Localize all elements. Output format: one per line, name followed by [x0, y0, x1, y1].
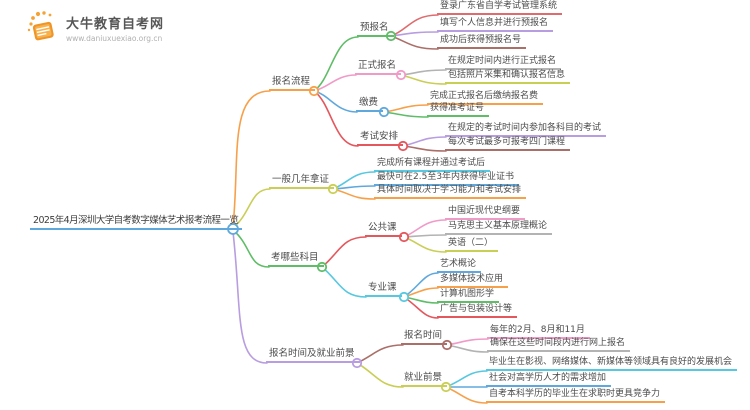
connector-payment: [313, 90, 358, 113]
leaf-marxism[interactable]: 马克思主义基本原理概论: [445, 220, 553, 235]
node-toggle-payment[interactable]: [378, 106, 390, 118]
leaf-art-theory[interactable]: 艺术概论: [437, 258, 482, 273]
logo-title: 大牛教育自考网: [66, 17, 165, 32]
leaf-fastest-years[interactable]: 最快可在2.5至3年内获得毕业证书: [374, 171, 520, 186]
connector-job-prospects: [356, 362, 404, 388]
connector-photo-confirm: [400, 74, 447, 85]
connector-root-registration: [232, 90, 271, 227]
connector-pre-registration: [313, 36, 359, 92]
connector-exam-time: [402, 136, 447, 147]
connector-reg-time: [356, 344, 404, 364]
leaf-depends-ability[interactable]: 具体时间取决于学习能力和考试安排: [374, 184, 527, 199]
branch-label-years-to-graduate[interactable]: 一般几年拿证: [269, 174, 335, 189]
node-label-job-prospects[interactable]: 就业前景: [401, 372, 448, 387]
leaf-online-reg[interactable]: 确保在这些时间段内进行网上报名: [487, 337, 631, 352]
connector-english2: [403, 236, 447, 253]
node-label-exam-schedule[interactable]: 考试安排: [357, 131, 404, 146]
logo-book-icon: [27, 11, 54, 41]
node-label-reg-time[interactable]: 报名时间: [401, 330, 448, 345]
node-toggle-major-courses[interactable]: [398, 291, 410, 303]
connector-months: [446, 338, 489, 346]
leaf-pay-fee[interactable]: 完成正式报名后缴纳报名费: [427, 90, 544, 105]
connector-root-time-prospects: [232, 231, 268, 364]
root-node-label[interactable]: 2025年4月深圳大学自考数字媒体艺术报考流程一览: [30, 214, 243, 230]
leaf-exam-time[interactable]: 在规定的考试时间内参加各科目的考试: [445, 122, 607, 137]
connector-formal-time: [400, 69, 447, 76]
site-logo[interactable]: 大牛教育自考网 www.daniuxuexiao.org.cn: [26, 10, 164, 46]
connector-get-prereg-number: [390, 35, 439, 50]
leaf-formal-time[interactable]: 在规定时间内进行正式报名: [445, 55, 562, 70]
connector-admission-number: [383, 111, 429, 118]
leaf-demand-increase[interactable]: 社会对高学历人才的需求增加: [486, 372, 612, 387]
node-label-public-courses[interactable]: 公共课: [365, 222, 402, 237]
leaf-competitive[interactable]: 自考本科学历的毕业生在求职时更具竞争力: [486, 388, 666, 403]
leaf-modern-history[interactable]: 中国近现代史纲要: [445, 205, 526, 220]
connector-public-courses: [321, 236, 367, 268]
leaf-industry-chance[interactable]: 毕业生在影视、网络媒体、新媒体等领域具有良好的发展机会: [486, 356, 738, 371]
connector-depends-ability: [332, 188, 376, 200]
node-toggle-job-prospects[interactable]: [440, 381, 452, 393]
branch-label-time-and-prospects[interactable]: 报名时间及就业前景: [266, 348, 360, 363]
leaf-complete-courses[interactable]: 完成所有课程并通过考试后: [374, 157, 491, 172]
connector-four-courses: [402, 145, 447, 152]
connector-competitive: [445, 386, 488, 404]
leaf-photo-confirm[interactable]: 包括照片采集和确认报名信息: [445, 69, 571, 84]
leaf-login-system[interactable]: 登录广东省自学考试管理系统: [437, 0, 563, 15]
node-toggle-exam-schedule[interactable]: [397, 140, 409, 152]
branch-label-registration-process[interactable]: 报名流程: [269, 76, 316, 91]
leaf-multimedia[interactable]: 多媒体技术应用: [437, 273, 509, 288]
node-label-formal-registration[interactable]: 正式报名: [355, 60, 402, 75]
node-toggle-time-prospects[interactable]: [351, 357, 363, 369]
node-toggle-registration-process[interactable]: [308, 85, 320, 97]
node-label-payment[interactable]: 缴费: [356, 97, 384, 112]
connector-pay-fee: [383, 104, 429, 113]
node-toggle-years-to-graduate[interactable]: [327, 183, 339, 195]
leaf-ad-design[interactable]: 广告与包装设计等: [437, 303, 518, 318]
connector-major-courses: [321, 266, 367, 298]
logo-url: www.daniuxuexiao.org.cn: [66, 34, 163, 43]
connector-exam-schedule: [313, 90, 359, 147]
connector-root-years: [232, 188, 271, 229]
leaf-get-prereg-number[interactable]: 成功后获得预报名号: [437, 34, 527, 49]
leaf-computer-graphics[interactable]: 计算机图形学: [437, 288, 500, 303]
node-toggle-subjects[interactable]: [316, 261, 328, 273]
connector-root-subjects: [232, 229, 270, 268]
branch-label-subjects[interactable]: 考哪些科目: [268, 252, 324, 267]
leaf-fill-info[interactable]: 填写个人信息并进行预报名: [437, 17, 554, 32]
node-toggle-public-courses[interactable]: [398, 231, 410, 243]
leaf-admission-number[interactable]: 获得准考证号: [427, 102, 490, 117]
node-label-major-courses[interactable]: 专业课: [365, 282, 402, 297]
leaf-months[interactable]: 每年的2月、8月和11月: [487, 324, 590, 339]
leaf-english2[interactable]: 英语（二）: [445, 237, 499, 252]
connector-formal-registration: [313, 74, 357, 92]
connector-marxism: [403, 234, 447, 238]
connector-online-reg: [446, 344, 489, 353]
node-toggle-formal-registration[interactable]: [395, 69, 407, 81]
connector-art-theory: [403, 272, 439, 298]
node-toggle-reg-time[interactable]: [441, 339, 453, 351]
node-label-pre-registration[interactable]: 预报名: [357, 22, 394, 37]
leaf-four-courses[interactable]: 每次考试最多可报考四门课程: [445, 136, 571, 151]
connector-industry-chance: [445, 370, 488, 388]
